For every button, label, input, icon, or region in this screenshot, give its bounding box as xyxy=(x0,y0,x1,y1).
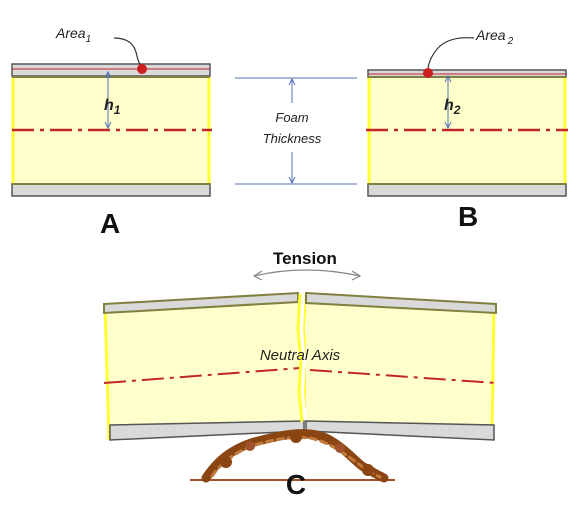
panel-a-bottom-skin xyxy=(11,183,211,197)
tension-arrow-left-head xyxy=(252,270,263,281)
panel-b-centroid-dot xyxy=(423,68,433,78)
foam-thickness-label-line1: Foam xyxy=(275,110,308,125)
panel-b-h-label: h2 xyxy=(444,97,461,117)
panel-a-letter: A xyxy=(100,208,120,239)
panel-c-right-foam-core xyxy=(306,303,494,426)
panel-c-debris-blob-5 xyxy=(362,464,374,476)
panel-b-area-leader xyxy=(427,37,475,69)
panel-a-h-label: h1 xyxy=(104,97,121,117)
panel-c-debris-blob-2 xyxy=(245,441,255,451)
panel-c-debris-blob-3 xyxy=(290,431,302,443)
neutral-axis-label: Neutral Axis xyxy=(260,347,341,364)
panel-c: Tension Neutral Axis C xyxy=(103,249,497,500)
panel-a: h1 Area1 A xyxy=(11,25,212,239)
panel-c-left-neutral-axis xyxy=(103,367,301,384)
panel-a-area-label: Area1 xyxy=(55,25,91,45)
tension-arrow xyxy=(253,269,361,277)
panel-b-bottom-skin xyxy=(367,183,567,197)
panel-b-h-arrow-bottom xyxy=(444,121,452,130)
panel-a-h-arrow-bottom xyxy=(104,121,112,130)
panel-c-right-bottom-skin xyxy=(305,420,495,441)
panel-c-crack xyxy=(296,293,304,423)
panel-c-left-top-skin xyxy=(103,291,299,315)
tension-arrow-right-head xyxy=(351,270,362,281)
foam-thickness-label-line2: Thickness xyxy=(263,131,322,146)
tension-label: Tension xyxy=(273,249,337,268)
panel-b-letter: B xyxy=(458,201,478,232)
panel-c-right-neutral-axis xyxy=(309,369,497,384)
panel-c-right-core-edge xyxy=(490,305,496,441)
panel-c-debris-blob-1 xyxy=(220,456,232,468)
panel-a-area-leader xyxy=(113,37,142,67)
panel-c-debris-blob-4 xyxy=(335,443,345,453)
panel-c-left-foam-core xyxy=(104,303,304,426)
panel-c-right-top-skin xyxy=(305,291,497,315)
foam-thickness-arrow-bottom xyxy=(288,176,296,185)
panel-b-h-arrow-top xyxy=(444,74,452,83)
panel-a-h-arrow-top xyxy=(104,70,112,79)
panel-a-centroid-dot xyxy=(137,64,147,74)
panel-a-top-skin xyxy=(11,63,211,77)
foam-thickness-dimension: Foam Thickness xyxy=(235,77,357,185)
panel-c-left-core-edge xyxy=(103,305,111,441)
panel-c-letter: C xyxy=(286,469,306,500)
foam-thickness-arrow-top xyxy=(288,77,296,86)
